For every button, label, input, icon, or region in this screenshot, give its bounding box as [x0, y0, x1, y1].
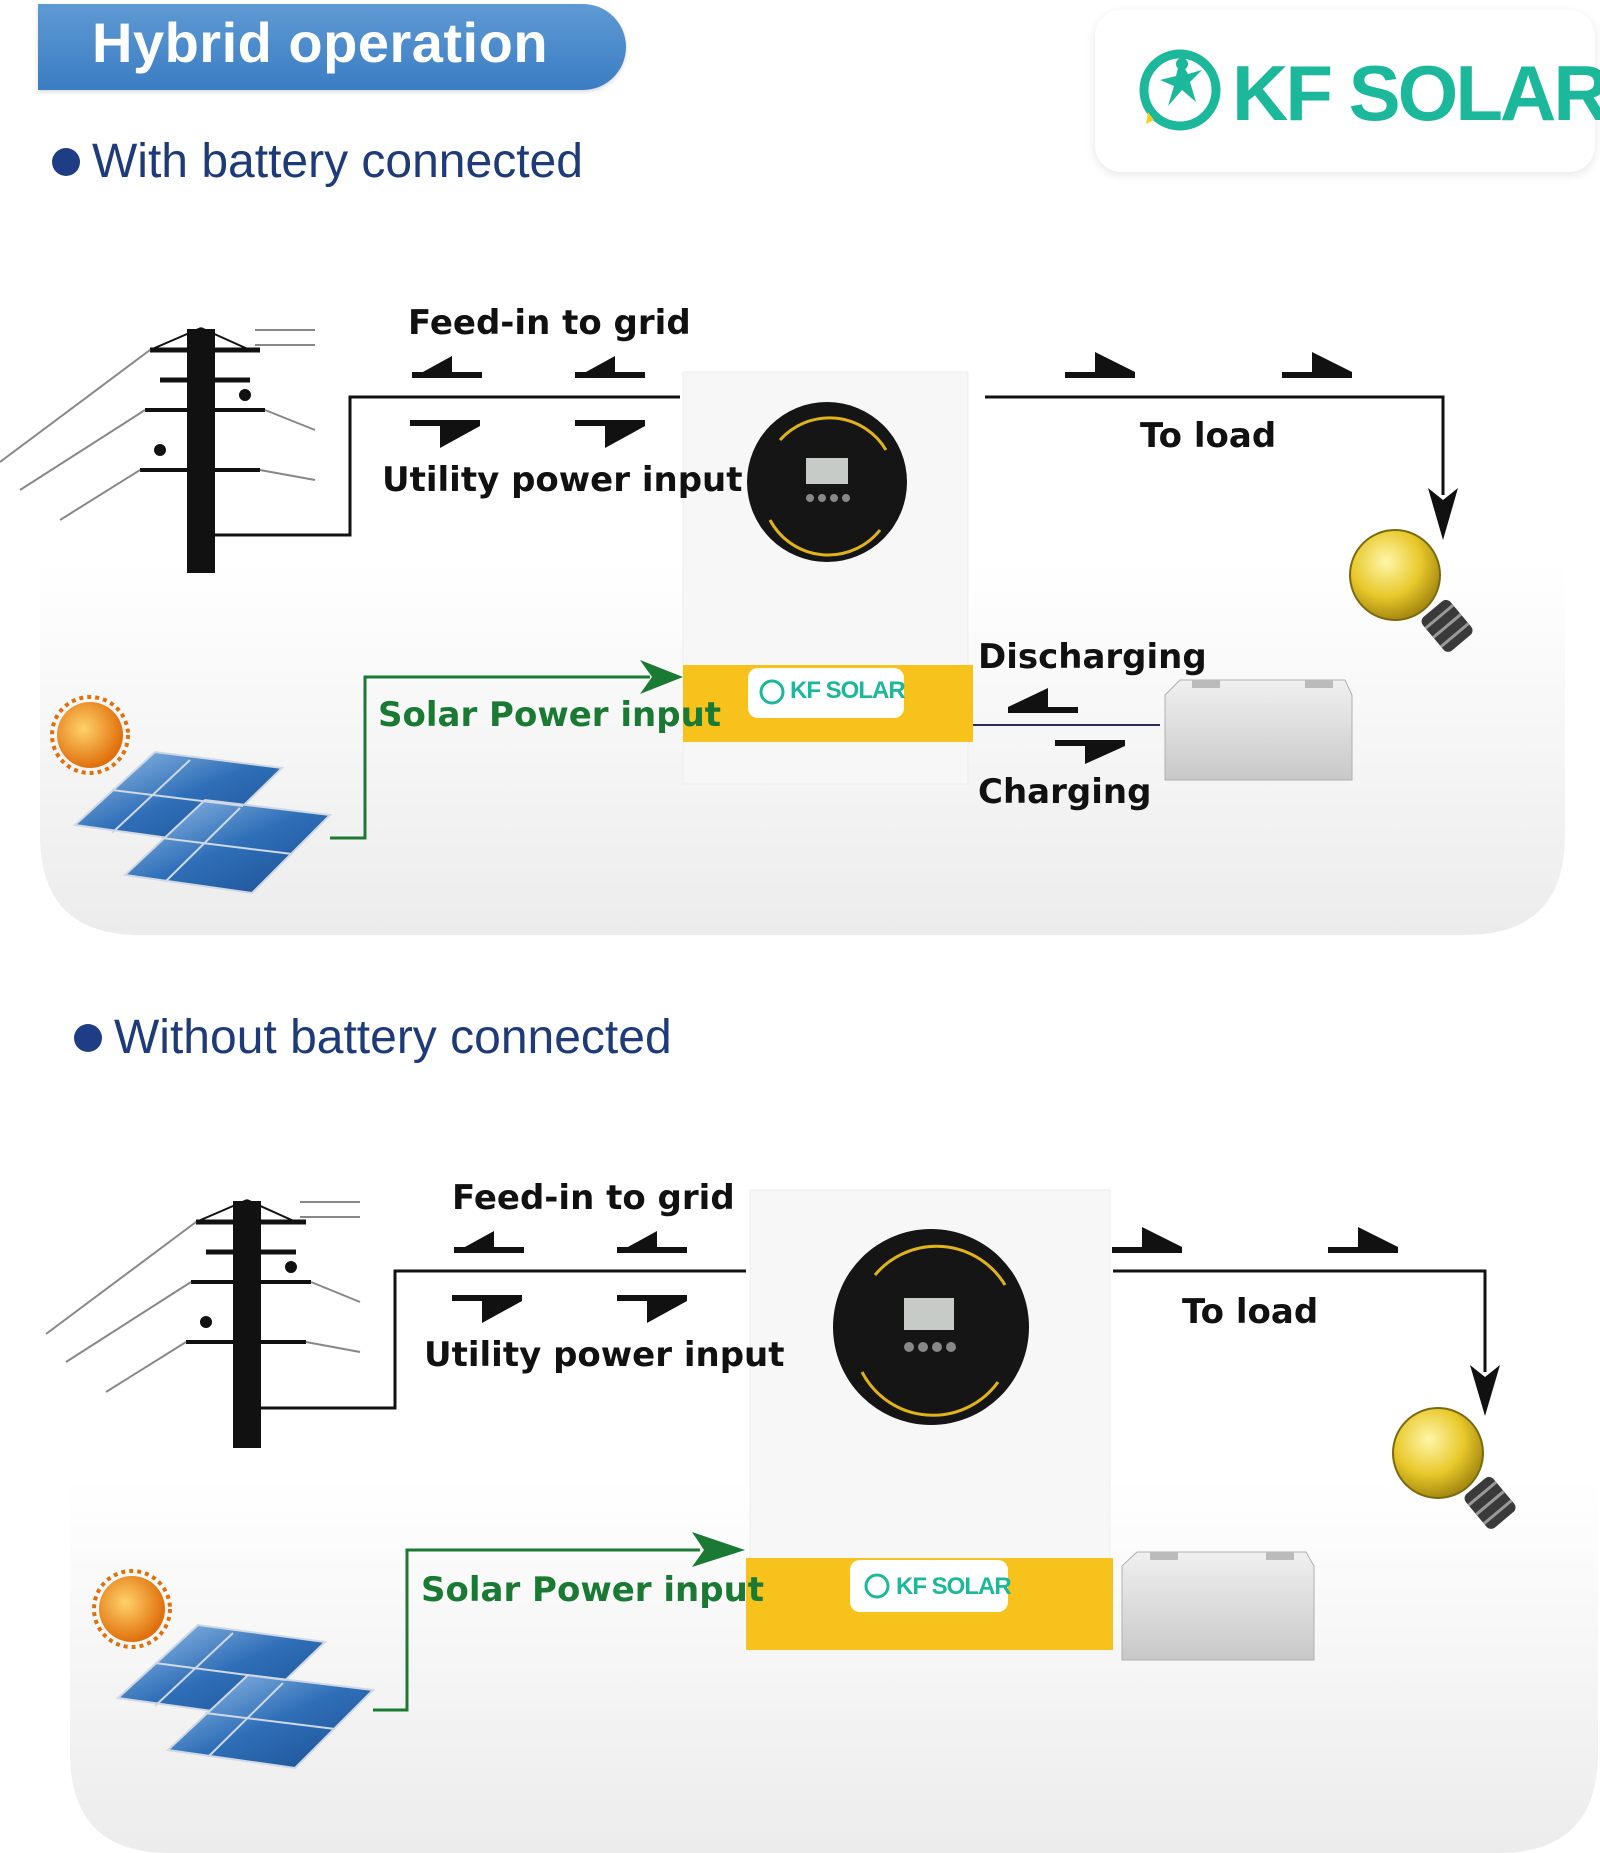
- load-arrowhead: [1428, 488, 1458, 540]
- diagram-without-battery: [45, 1189, 1598, 1853]
- utility-pole-icon: [45, 1199, 361, 1448]
- section-bullet: [52, 148, 80, 176]
- title-banner: [38, 4, 626, 90]
- solar-arrowhead: [692, 1532, 745, 1567]
- inverter-logo-plate: [850, 1560, 1008, 1612]
- battery-icon: [1121, 1551, 1315, 1661]
- solar-line: [373, 1548, 700, 1712]
- light-bulb-icon: [1349, 529, 1473, 652]
- charging-arrow: [1055, 740, 1125, 764]
- to-load-arrows: [1065, 352, 1352, 378]
- section-bullet: [74, 1024, 102, 1052]
- diagram-with-battery: [0, 327, 1565, 935]
- label-to-load: To load: [1140, 416, 1277, 456]
- light-bulb-icon: [1392, 1407, 1516, 1529]
- sun-icon: [50, 695, 130, 775]
- solar-line: [330, 675, 650, 840]
- feed-in-arrows: [454, 1231, 687, 1253]
- inverter-buttons: [806, 494, 850, 502]
- grid-line: [214, 395, 680, 537]
- section-heading-with-battery: With battery connected: [92, 135, 583, 188]
- lcd-screen: [806, 458, 848, 484]
- inverter-logo-plate: [748, 668, 904, 718]
- load-line: [985, 395, 1445, 495]
- page-title: Hybrid operation: [92, 11, 549, 74]
- grid-line: [260, 1269, 746, 1410]
- section-heading-without-battery: Without battery connected: [114, 1011, 672, 1064]
- inverter-logo-text: KF SOLAR: [790, 677, 906, 704]
- utility-pole-icon: [0, 327, 316, 573]
- sun-icon: [92, 1569, 172, 1649]
- utility-input-arrows: [452, 1295, 687, 1323]
- mini-logo-icon: [864, 1573, 890, 1599]
- utility-input-arrows: [410, 420, 645, 448]
- label-feed-in: Feed-in to grid: [408, 303, 691, 343]
- inverter-buttons: [904, 1342, 956, 1352]
- label-feed-in: Feed-in to grid: [452, 1178, 735, 1218]
- logo-wordmark: KF SOLAR: [1232, 49, 1600, 137]
- feed-in-arrows: [412, 356, 645, 378]
- load-arrowhead: [1470, 1365, 1500, 1416]
- inverter-logo-text: KF SOLAR: [896, 1573, 1012, 1600]
- label-to-load: To load: [1182, 1292, 1319, 1332]
- solar-panels-icon: [72, 750, 333, 895]
- label-charging: Charging: [978, 772, 1152, 812]
- label-solar-input: Solar Power input: [421, 1570, 765, 1610]
- kf-logo-icon: [1139, 49, 1221, 131]
- to-load-arrows: [1112, 1227, 1398, 1253]
- label-discharging: Discharging: [978, 637, 1207, 677]
- mini-logo-icon: [759, 679, 785, 705]
- solar-panels-icon: [115, 1623, 376, 1770]
- load-line: [1113, 1269, 1487, 1372]
- lcd-screen: [904, 1298, 954, 1330]
- label-solar-input: Solar Power input: [378, 695, 722, 735]
- label-utility-input: Utility power input: [382, 460, 743, 500]
- discharging-arrow: [1008, 688, 1078, 713]
- battery-icon: [1164, 679, 1353, 781]
- label-utility-input: Utility power input: [424, 1335, 785, 1375]
- solar-arrowhead: [640, 660, 683, 694]
